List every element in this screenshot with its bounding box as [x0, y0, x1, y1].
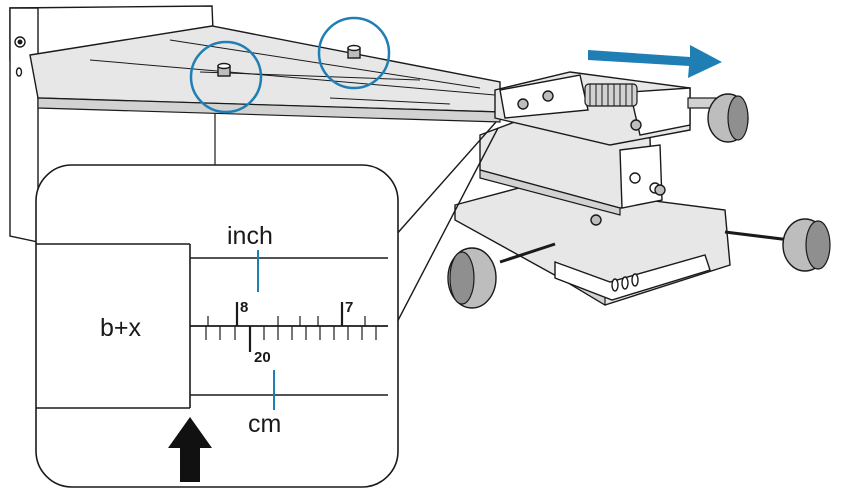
- knob-left: [447, 242, 556, 309]
- callout-circle-icon: [317, 16, 391, 90]
- inch-label: inch: [227, 222, 273, 250]
- callout-circle-icon: [189, 40, 263, 114]
- knob-top-right: [687, 93, 749, 143]
- slide-rail: [29, 25, 501, 123]
- spring: [584, 83, 638, 107]
- cm-label: cm: [248, 410, 281, 438]
- up-arrow-icon: [168, 417, 212, 482]
- box-label: b+x: [100, 314, 142, 342]
- scale-inset: b+x inch cm: [35, 164, 399, 488]
- tick-label-inch-8: 8: [240, 299, 248, 316]
- adjustment-mechanism: [447, 71, 831, 309]
- movement-arrow-icon: [588, 45, 722, 78]
- rail-screw-1: [217, 62, 231, 77]
- tick-label-inch-7: 7: [345, 299, 353, 316]
- knob-right: [724, 218, 831, 272]
- tick-label-cm-20: 20: [254, 349, 271, 366]
- rail-screw-2: [347, 44, 361, 59]
- scale-ticks: [205, 302, 377, 352]
